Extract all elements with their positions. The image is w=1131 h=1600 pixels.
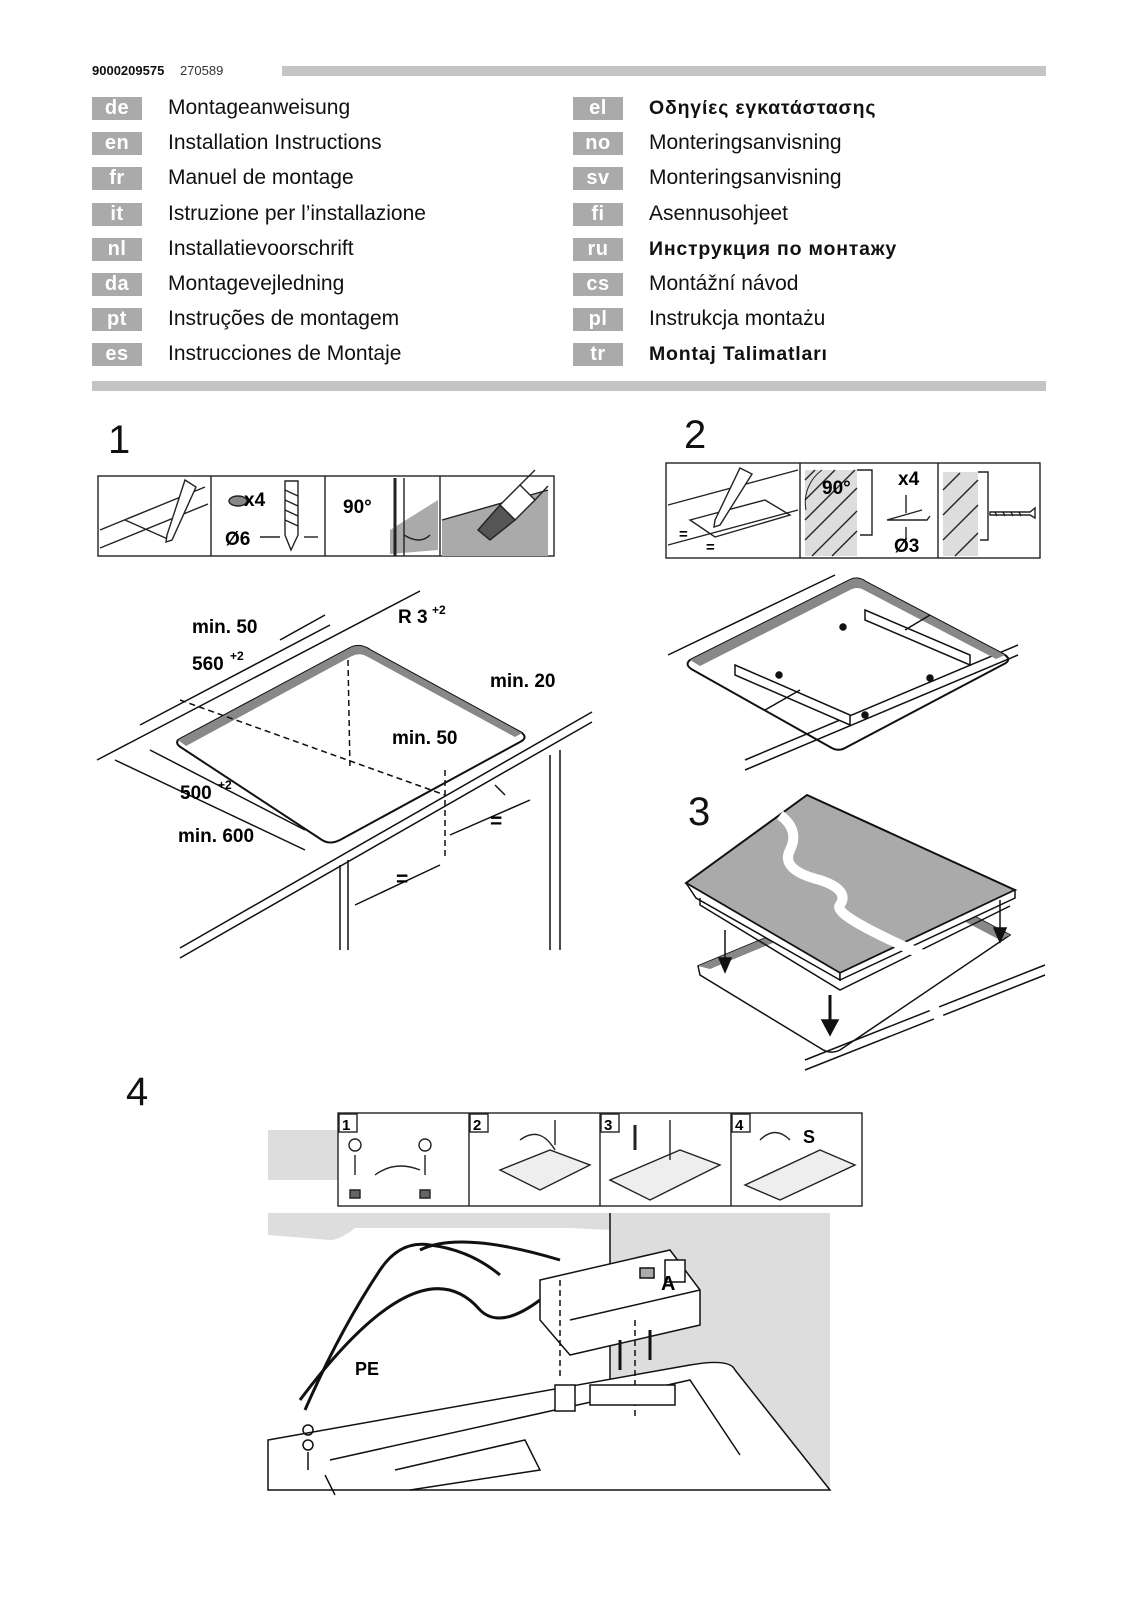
header-rule <box>282 66 1046 76</box>
step2-drill-label: Ø3 <box>894 536 919 557</box>
dim-500-tolerance: +2 <box>218 778 232 792</box>
step4-sub-steps <box>268 1112 863 1207</box>
lang-title: Инструкция по монтажу <box>649 237 898 260</box>
step1-angle-label: 90° <box>343 497 372 518</box>
lang-code-badge: es <box>92 342 142 366</box>
lang-code-badge: no <box>573 131 623 155</box>
step-number-1: 1 <box>108 418 131 462</box>
lang-title: Installatievoorschrift <box>168 237 354 260</box>
step4-label-pe: PE <box>355 1359 379 1379</box>
dim-500: 500 <box>180 783 212 804</box>
lang-row-nl: nl Installatievoorschrift <box>92 232 354 266</box>
dim-radius: R 3 <box>398 607 428 628</box>
lang-title: Οδηγίες εγκατάστασης <box>649 96 877 119</box>
part-number: 9000209575 <box>92 63 165 78</box>
step4-sub-3: 3 <box>604 1117 612 1134</box>
lang-title: Montážní návod <box>649 272 799 295</box>
lang-code-badge: cs <box>573 272 623 296</box>
lang-title: Asennusohjeet <box>649 202 788 225</box>
step4-label-s: S <box>803 1127 815 1147</box>
lang-row-el: el Οδηγίες εγκατάστασης <box>573 91 876 125</box>
step4-sub-4: 4 <box>735 1117 744 1134</box>
dim-560-tolerance: +2 <box>230 649 244 663</box>
lang-code-badge: fr <box>92 166 142 190</box>
lang-code-badge: da <box>92 272 142 296</box>
lang-code-badge: sv <box>573 166 623 190</box>
lang-row-pt: pt Instruções de montagem <box>92 302 399 336</box>
lang-row-sv: sv Monteringsanvisning <box>573 161 842 195</box>
step2-equal-1: = <box>679 526 688 543</box>
step-number-3: 3 <box>688 790 711 834</box>
step2-tool-strip <box>665 462 1041 559</box>
step4-connection-drawing <box>267 1213 832 1496</box>
lang-row-fi: fi Asennusohjeet <box>573 197 788 231</box>
lang-code-badge: nl <box>92 237 142 261</box>
dim-equal-2: = <box>396 868 408 891</box>
dim-radius-tolerance: +2 <box>432 603 446 617</box>
step1-cutout-drawing <box>96 590 593 959</box>
lang-title: Manuel de montage <box>168 166 354 189</box>
step-number-2: 2 <box>684 413 707 457</box>
lang-title: Instruções de montagem <box>168 307 400 330</box>
header-bottom-rule <box>92 381 1046 391</box>
lang-row-de: de Montageanweisung <box>92 91 350 125</box>
lang-code-badge: tr <box>573 342 623 366</box>
dim-560: 560 <box>192 654 224 675</box>
lang-code-badge: el <box>573 96 623 120</box>
lang-title: Installation Instructions <box>168 131 382 154</box>
lang-row-en: en Installation Instructions <box>92 126 382 160</box>
document-number: 9000209575 270589 <box>92 63 223 78</box>
lang-row-es: es Instrucciones de Montaje <box>92 337 401 371</box>
dim-min50-top: min. 50 <box>192 617 257 638</box>
step2-equal-2: = <box>706 539 715 556</box>
lang-title: Montagevejledning <box>168 272 345 295</box>
dim-min20: min. 20 <box>490 671 555 692</box>
lang-code-badge: it <box>92 202 142 226</box>
lang-code-badge: de <box>92 96 142 120</box>
lang-title: Monteringsanvisning <box>649 131 842 154</box>
lang-row-ru: ru Инструкция по монтажу <box>573 232 897 266</box>
lang-row-it: it Istruzione per l’installazione <box>92 197 426 231</box>
lang-code-badge: en <box>92 131 142 155</box>
lang-title: Montaj Talimatları <box>649 342 828 365</box>
lang-row-fr: fr Manuel de montage <box>92 161 354 195</box>
step4-label-a: A <box>661 1273 675 1295</box>
lang-row-tr: tr Montaj Talimatları <box>573 337 828 371</box>
lang-code-badge: pl <box>573 307 623 331</box>
lang-code-badge: ru <box>573 237 623 261</box>
lang-row-pl: pl Instrukcja montażu <box>573 302 825 336</box>
lang-row-da: da Montagevejledning <box>92 267 344 301</box>
step-number-4: 4 <box>126 1070 149 1114</box>
lang-title: Istruzione per l’installazione <box>168 202 426 225</box>
step2-screws-label: x4 <box>898 469 920 490</box>
lang-title: Instrucciones de Montaje <box>168 342 402 365</box>
step1-drill-label: Ø6 <box>225 529 250 550</box>
date-code: 270589 <box>179 63 224 78</box>
step1-tool-strip <box>97 469 555 557</box>
step2-angle-label: 90° <box>822 478 851 499</box>
lang-code-badge: fi <box>573 202 623 226</box>
lang-code-badge: pt <box>92 307 142 331</box>
step2-bracket-drawing <box>667 574 1019 771</box>
step4-sub-2: 2 <box>473 1117 481 1134</box>
dim-equal-1: = <box>490 810 502 833</box>
dim-min50-inner: min. 50 <box>392 728 457 749</box>
step3-hob-drawing <box>684 793 1046 1071</box>
lang-title: Monteringsanvisning <box>649 166 842 189</box>
step4-sub-1: 1 <box>342 1117 350 1134</box>
lang-row-cs: cs Montážní návod <box>573 267 798 301</box>
step1-screws-label: x4 <box>244 490 266 511</box>
lang-title: Montageanweisung <box>168 96 351 119</box>
lang-title: Instrukcja montażu <box>649 307 826 330</box>
lang-row-no: no Monteringsanvisning <box>573 126 842 160</box>
dim-min600: min. 600 <box>178 826 254 847</box>
